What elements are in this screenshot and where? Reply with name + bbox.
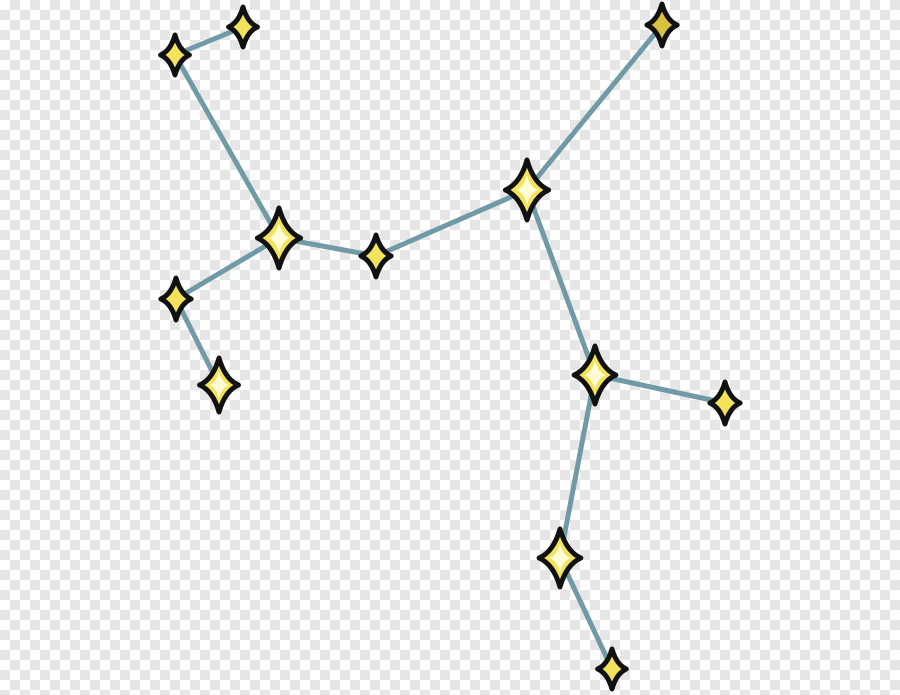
connecting-lines xyxy=(172,22,728,672)
star-icon xyxy=(158,32,192,78)
star-icon xyxy=(707,379,743,427)
star-icon xyxy=(226,4,260,50)
constellation-line xyxy=(524,187,598,378)
constellation-line xyxy=(557,555,615,672)
star-glow xyxy=(584,360,606,390)
star-shape xyxy=(226,4,260,50)
star-icon xyxy=(536,526,584,590)
star-shape xyxy=(644,1,680,49)
star-icon xyxy=(595,646,629,692)
stars xyxy=(158,1,743,692)
star-icon xyxy=(571,343,619,407)
star-shape xyxy=(707,379,743,427)
constellation-line xyxy=(557,372,598,561)
star-glow xyxy=(268,223,290,253)
constellation-line xyxy=(172,52,282,241)
constellation-line xyxy=(524,22,665,193)
constellation-line xyxy=(173,235,282,302)
star-glow xyxy=(209,371,229,399)
star-icon xyxy=(502,157,552,223)
star-shape xyxy=(158,275,194,323)
star-icon xyxy=(254,205,304,271)
constellation-line xyxy=(373,187,530,259)
star-shape xyxy=(358,232,394,280)
star-shape xyxy=(595,646,629,692)
star-icon xyxy=(158,275,194,323)
star-shape xyxy=(158,32,192,78)
star-icon xyxy=(358,232,394,280)
star-glow xyxy=(549,543,571,573)
star-glow xyxy=(516,175,538,205)
star-icon xyxy=(197,355,241,415)
constellation-line xyxy=(592,372,728,406)
star-icon xyxy=(644,1,680,49)
